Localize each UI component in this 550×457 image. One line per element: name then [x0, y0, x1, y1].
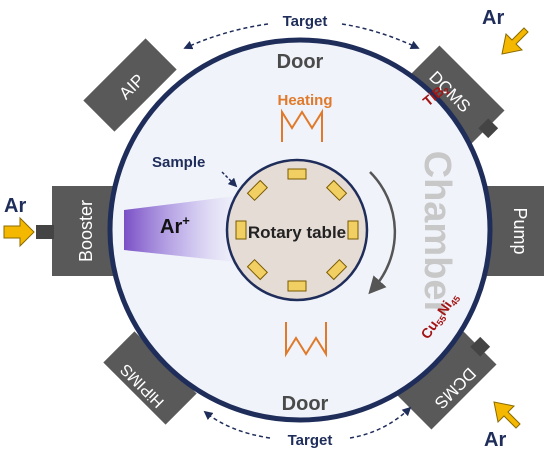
door-top-label: Door: [277, 51, 324, 73]
heating-label: Heating: [277, 92, 332, 109]
target-top-arrow-right: [341, 23, 420, 49]
sample-label: Sample: [152, 154, 205, 171]
heater-top: [281, 108, 323, 142]
sample-holder: [325, 179, 348, 202]
rotary-table: [225, 158, 369, 302]
dcms-top-source: DCMS: [405, 45, 505, 145]
sample-holder: [287, 168, 307, 180]
rotary-table-label: Rotary table: [248, 223, 346, 242]
ar-top-right-label: Ar: [482, 7, 504, 29]
target-bottom-arrow: [203, 410, 271, 439]
booster-label: Booster: [76, 200, 96, 262]
ar-bottom-right-label: Ar: [484, 429, 506, 451]
aip-source: AIP: [83, 38, 177, 132]
samples: [235, 168, 359, 292]
door-bottom-label: Door: [282, 393, 329, 415]
ar-left-arrow-icon: [3, 216, 35, 248]
plasma-beam: [124, 196, 236, 262]
cuni-label: Cu55Ni45: [417, 289, 462, 342]
target-bottom-label: Target: [288, 432, 333, 449]
target-top-arrow: [183, 23, 269, 50]
sample-holder: [246, 179, 269, 202]
chamber-label: Chamber: [416, 151, 458, 316]
target-top-label: Target: [283, 13, 328, 30]
rotation-arrow: [368, 171, 397, 295]
sample-holder: [246, 258, 269, 281]
sample-holder: [325, 258, 348, 281]
pump-label: Pump: [510, 207, 530, 254]
ar-left-label: Ar: [4, 195, 26, 217]
ar-ion-label: Ar+: [160, 213, 190, 238]
ar-top-right-arrow-icon: [501, 27, 529, 55]
sample-holder: [287, 280, 307, 292]
sample-pointer: [221, 171, 238, 188]
ar-bottom-right-arrow-icon: [493, 401, 521, 429]
sample-holder: [347, 220, 359, 240]
heater-bottom: [285, 322, 327, 358]
sample-holder: [235, 220, 247, 240]
pump-source: Pump: [484, 186, 544, 276]
